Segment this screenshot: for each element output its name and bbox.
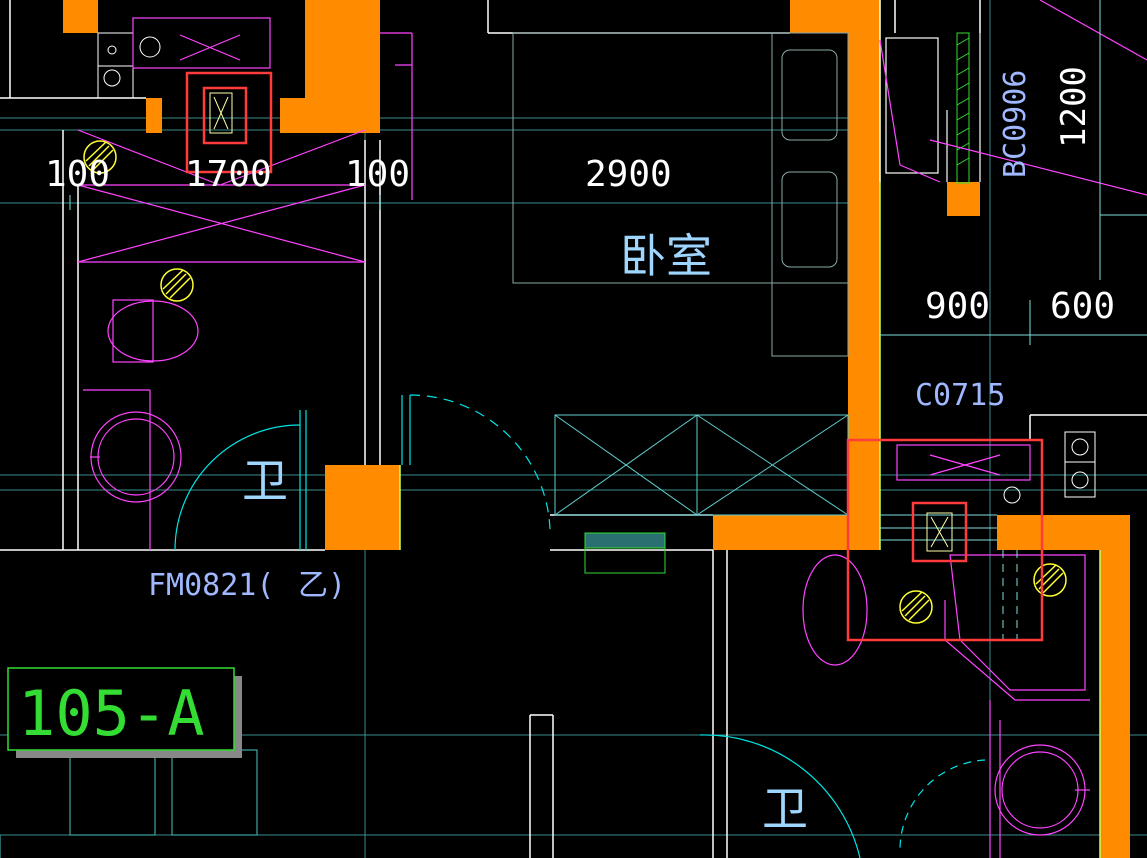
- bed-outline: [512, 32, 849, 357]
- floor-drain-4: [1033, 563, 1067, 597]
- window-code: C0715: [915, 378, 1005, 413]
- unit-tag-box: [7, 667, 242, 758]
- dim-1700: 1700: [185, 154, 272, 195]
- top-left-fixtures: [97, 32, 161, 99]
- highlight-boxes: [185, 71, 1044, 642]
- wall-vertical-right: [848, 0, 880, 550]
- bay-window-code: BC0906: [998, 70, 1033, 178]
- room-bedroom: 卧室: [620, 229, 712, 283]
- wall-top-left-a: [63, 0, 98, 33]
- bay-window: [879, 0, 981, 182]
- magenta-top-box: [132, 17, 413, 200]
- floor-drain-2: [160, 268, 194, 302]
- bay-magenta: [879, 0, 1147, 196]
- wall-horizontal-mid: [713, 515, 880, 550]
- upper-bath-fixtures: [77, 129, 366, 550]
- door-swings: [174, 394, 986, 858]
- dim-900: 900: [925, 286, 990, 327]
- dim-100-right: 100: [345, 154, 410, 195]
- dim-100-left: 100: [45, 154, 110, 195]
- floor-drain-1: [83, 140, 117, 174]
- lower-right-boxes: [1003, 431, 1096, 504]
- floor-drains: [83, 140, 1067, 624]
- door-code-suffix: 乙): [298, 568, 346, 603]
- wall-top-mid: [790, 0, 848, 33]
- wall-top-left-c: [146, 98, 162, 133]
- wardrobe: [554, 414, 849, 516]
- wall-top-left-d: [280, 98, 305, 133]
- wall-outlines: [399, 0, 1101, 858]
- walls: [63, 0, 1130, 858]
- radiator: [584, 532, 666, 574]
- room-bath-upper: 卫: [242, 454, 288, 508]
- door-code: FM0821(: [148, 568, 274, 603]
- lower-left-boxes: [0, 749, 258, 858]
- dim-1200: 1200: [1054, 66, 1094, 148]
- highlight-box-upper-inner: [202, 86, 248, 145]
- dim-2900: 2900: [585, 154, 672, 195]
- room-bath-lower: 卫: [762, 782, 808, 836]
- shaft-symbols: [209, 92, 953, 552]
- lower-bath-fixtures: [802, 444, 1090, 858]
- shaft-lines-right: [880, 514, 1018, 640]
- wall-right-vertical: [1100, 515, 1130, 858]
- floor-drain-3: [899, 590, 933, 624]
- unit-tag: 105-A: [18, 677, 205, 750]
- wall-bay-corner: [947, 182, 980, 216]
- wall-column: [325, 465, 400, 550]
- dimension-lines: [69, 0, 1147, 345]
- dim-600: 600: [1050, 286, 1115, 327]
- highlight-box-lower-outer: [846, 438, 1044, 642]
- highlight-box-lower-inner: [911, 501, 968, 563]
- highlight-box-upper-outer: [185, 71, 273, 174]
- wall-top-left-b: [305, 0, 380, 133]
- bay-window-hatch: [956, 32, 970, 184]
